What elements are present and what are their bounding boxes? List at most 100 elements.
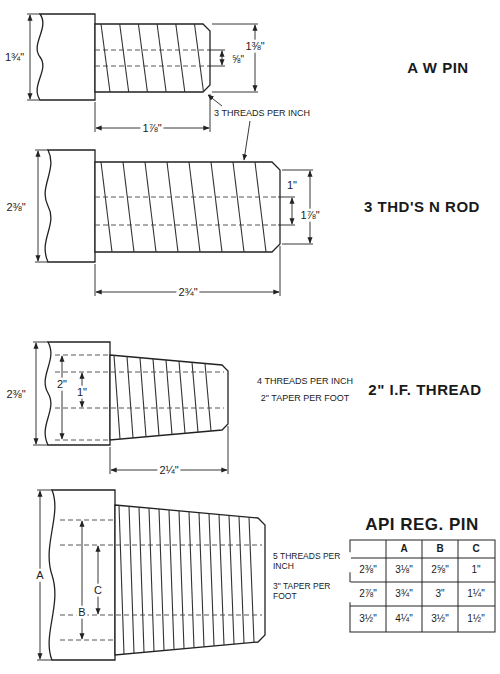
- dimension-label: 2¾": [176, 286, 199, 299]
- dimension-label: 3 THREADS PER INCH: [212, 108, 312, 118]
- dimension-line: [36, 343, 37, 444]
- thread-body: [95, 162, 280, 252]
- thread-crest: [195, 24, 204, 92]
- thread-crest: [140, 358, 146, 437]
- dimension-label: 4 THREADS PER INCH: [255, 376, 355, 386]
- table-cell: C: [470, 543, 481, 555]
- dimension-label: 1": [75, 386, 89, 399]
- thread-crest: [229, 515, 234, 644]
- dimension-label: 1¾": [3, 51, 26, 64]
- thread-crest: [157, 24, 166, 92]
- thread-crest: [123, 162, 134, 252]
- dimension-label: 2⅜": [4, 201, 27, 214]
- table-cell: A: [398, 543, 409, 555]
- table-cell: B: [434, 543, 445, 555]
- dimension-label: C: [92, 584, 104, 597]
- thread-crest: [209, 514, 214, 646]
- dimension-label: 1⅞": [140, 122, 163, 135]
- thread-crest: [101, 162, 112, 252]
- thread-strokes: [101, 24, 266, 654]
- dimension-label: 1": [285, 179, 299, 192]
- size-table: [350, 540, 495, 632]
- table-cell: 3½": [429, 613, 450, 625]
- thread-crest: [166, 360, 172, 434]
- thread-crest: [167, 162, 178, 252]
- dimension-label: ⅝": [230, 54, 246, 66]
- thread-crest: [211, 162, 222, 252]
- dimension-label: 2": [55, 378, 69, 391]
- dimension-line: [222, 51, 223, 65]
- table-cell: 1¼": [465, 588, 486, 600]
- thread-crest: [129, 506, 134, 653]
- part-title: A W PIN: [405, 59, 470, 76]
- thread-crest: [205, 363, 211, 431]
- hidden-line: [60, 520, 262, 640]
- dimension-label: 1⅞": [298, 209, 321, 222]
- thread-crest: [249, 517, 254, 642]
- dimension-label: B: [76, 606, 87, 619]
- thread-crest: [233, 162, 244, 252]
- thread-crest: [139, 507, 144, 652]
- thread-note: 3" TAPER PER FOOT: [271, 582, 351, 602]
- dimension-label: 2⅜": [4, 388, 27, 401]
- dimension-label: A: [34, 569, 45, 582]
- thread-body: [95, 24, 210, 92]
- thread-crest: [119, 505, 124, 654]
- pin-head: [37, 14, 95, 100]
- taper-thread-body: [115, 505, 265, 655]
- table-cell: 1½": [465, 613, 486, 625]
- pin-head: [49, 490, 115, 660]
- thread-note: 5 THREADS PER INCH: [271, 552, 351, 572]
- table-cell: 3⅛": [393, 564, 414, 576]
- table-cell: 3½": [357, 613, 378, 625]
- thread-crest: [219, 514, 224, 645]
- thread-crest: [179, 511, 184, 649]
- thread-crest: [192, 362, 198, 432]
- extension-line: [33, 342, 228, 474]
- extension-line: [35, 150, 313, 296]
- table-cell: 4¼": [393, 613, 414, 625]
- dimension-label: 2" TAPER PER FOOT: [259, 393, 351, 403]
- leader-arrow: [208, 95, 222, 106]
- dimension-line: [62, 356, 63, 439]
- dimension-line: [82, 521, 83, 639]
- rod-head: [45, 150, 95, 262]
- dimension-line: [30, 15, 31, 99]
- dimension-line: [38, 151, 39, 261]
- dimension-label: 2¼": [157, 464, 180, 477]
- part-title: 2" I.F. THREAD: [366, 381, 483, 398]
- dimension-line: [292, 198, 293, 224]
- thread-crest: [145, 162, 156, 252]
- thread-crest: [189, 512, 194, 648]
- thread-crest: [176, 24, 185, 92]
- dimension-line: [98, 546, 99, 614]
- thread-crest: [153, 359, 159, 436]
- table-cell: 3": [433, 588, 446, 600]
- leader-arrow: [244, 121, 250, 160]
- dimension-line: [310, 171, 311, 243]
- thread-crest: [149, 508, 154, 651]
- part-title: 3 THD'S N ROD: [362, 198, 482, 215]
- table-cell: 2⅝": [429, 564, 450, 576]
- thread-crest: [199, 513, 204, 647]
- table-cell: 2⅞": [357, 588, 378, 600]
- thread-crest: [255, 162, 266, 252]
- thread-crest: [138, 24, 147, 92]
- table-cell: 3¾": [393, 588, 414, 600]
- thread-crest: [120, 24, 129, 92]
- table-cell: 2⅜": [357, 564, 378, 576]
- thread-crest: [189, 162, 200, 252]
- thread-crest: [239, 516, 244, 643]
- hidden-line: [95, 50, 205, 66]
- part-title: API REG. PIN: [363, 515, 481, 535]
- thread-crest: [101, 24, 110, 92]
- hidden-line: [95, 197, 276, 225]
- hidden-line: [55, 355, 224, 440]
- pin-head: [45, 342, 110, 445]
- thread-crest: [114, 355, 120, 439]
- thread-crest: [169, 510, 174, 650]
- dimension-line: [255, 25, 256, 91]
- dimension-label: 1⅜": [243, 40, 266, 53]
- table-cell: 1": [469, 564, 482, 576]
